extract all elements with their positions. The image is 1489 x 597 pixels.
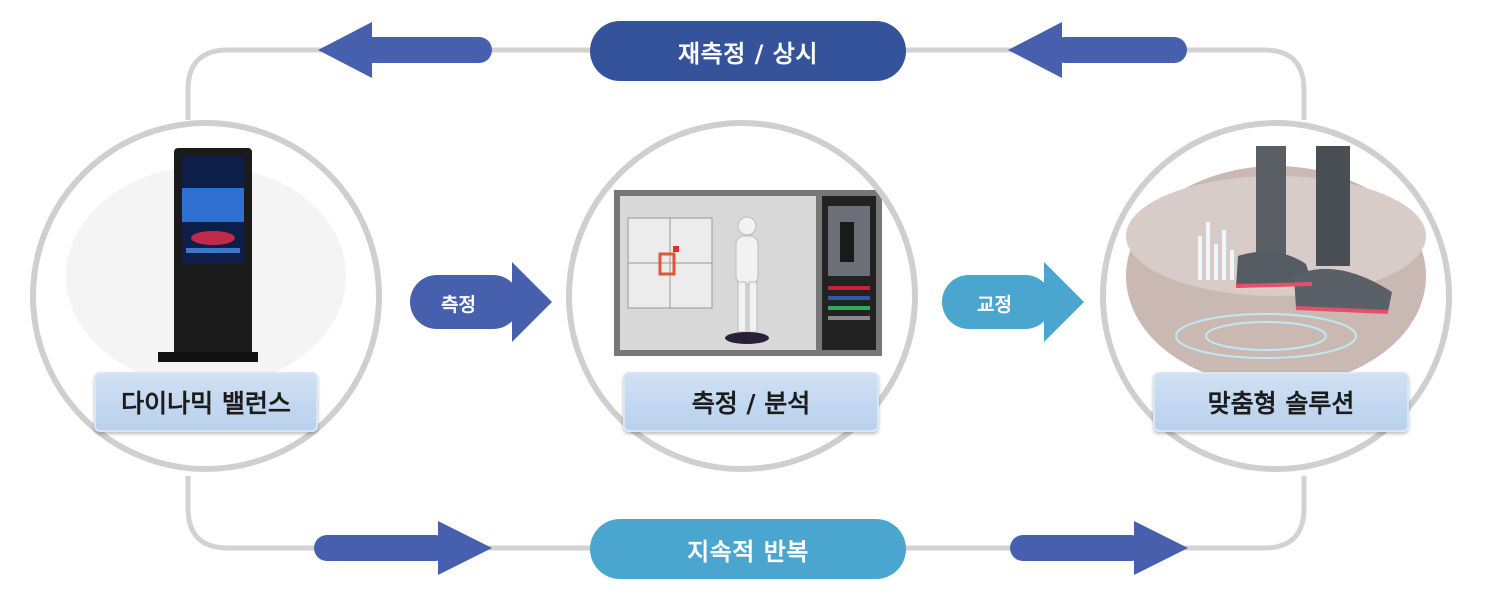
stage-circle-dynamic-balance (30, 120, 382, 472)
measure-arrow-label: 측정 (441, 294, 476, 316)
right-arrow-icon (314, 521, 492, 575)
kiosk-icon (66, 148, 346, 386)
correction-arrow-icon (942, 262, 1084, 342)
measure-arrow-icon (410, 262, 552, 342)
stage-label-analysis: 측정 / 분석 (623, 372, 879, 432)
top-loop-label: 재측정 / 상시 (590, 21, 906, 81)
right-arrow-icon (1010, 521, 1188, 575)
stage-label-solution: 맞춤형 솔루션 (1153, 372, 1409, 432)
stage-label-dynamic-balance: 다이나믹 밸런스 (94, 372, 318, 432)
left-arrow-icon (1008, 22, 1187, 78)
left-arrow-icon (318, 22, 492, 78)
running-shoe-icon (1126, 146, 1426, 386)
correction-arrow-label: 교정 (977, 294, 1012, 316)
analysis-screen-icon (614, 190, 882, 356)
bottom-loop-label: 지속적 반복 (590, 519, 906, 579)
